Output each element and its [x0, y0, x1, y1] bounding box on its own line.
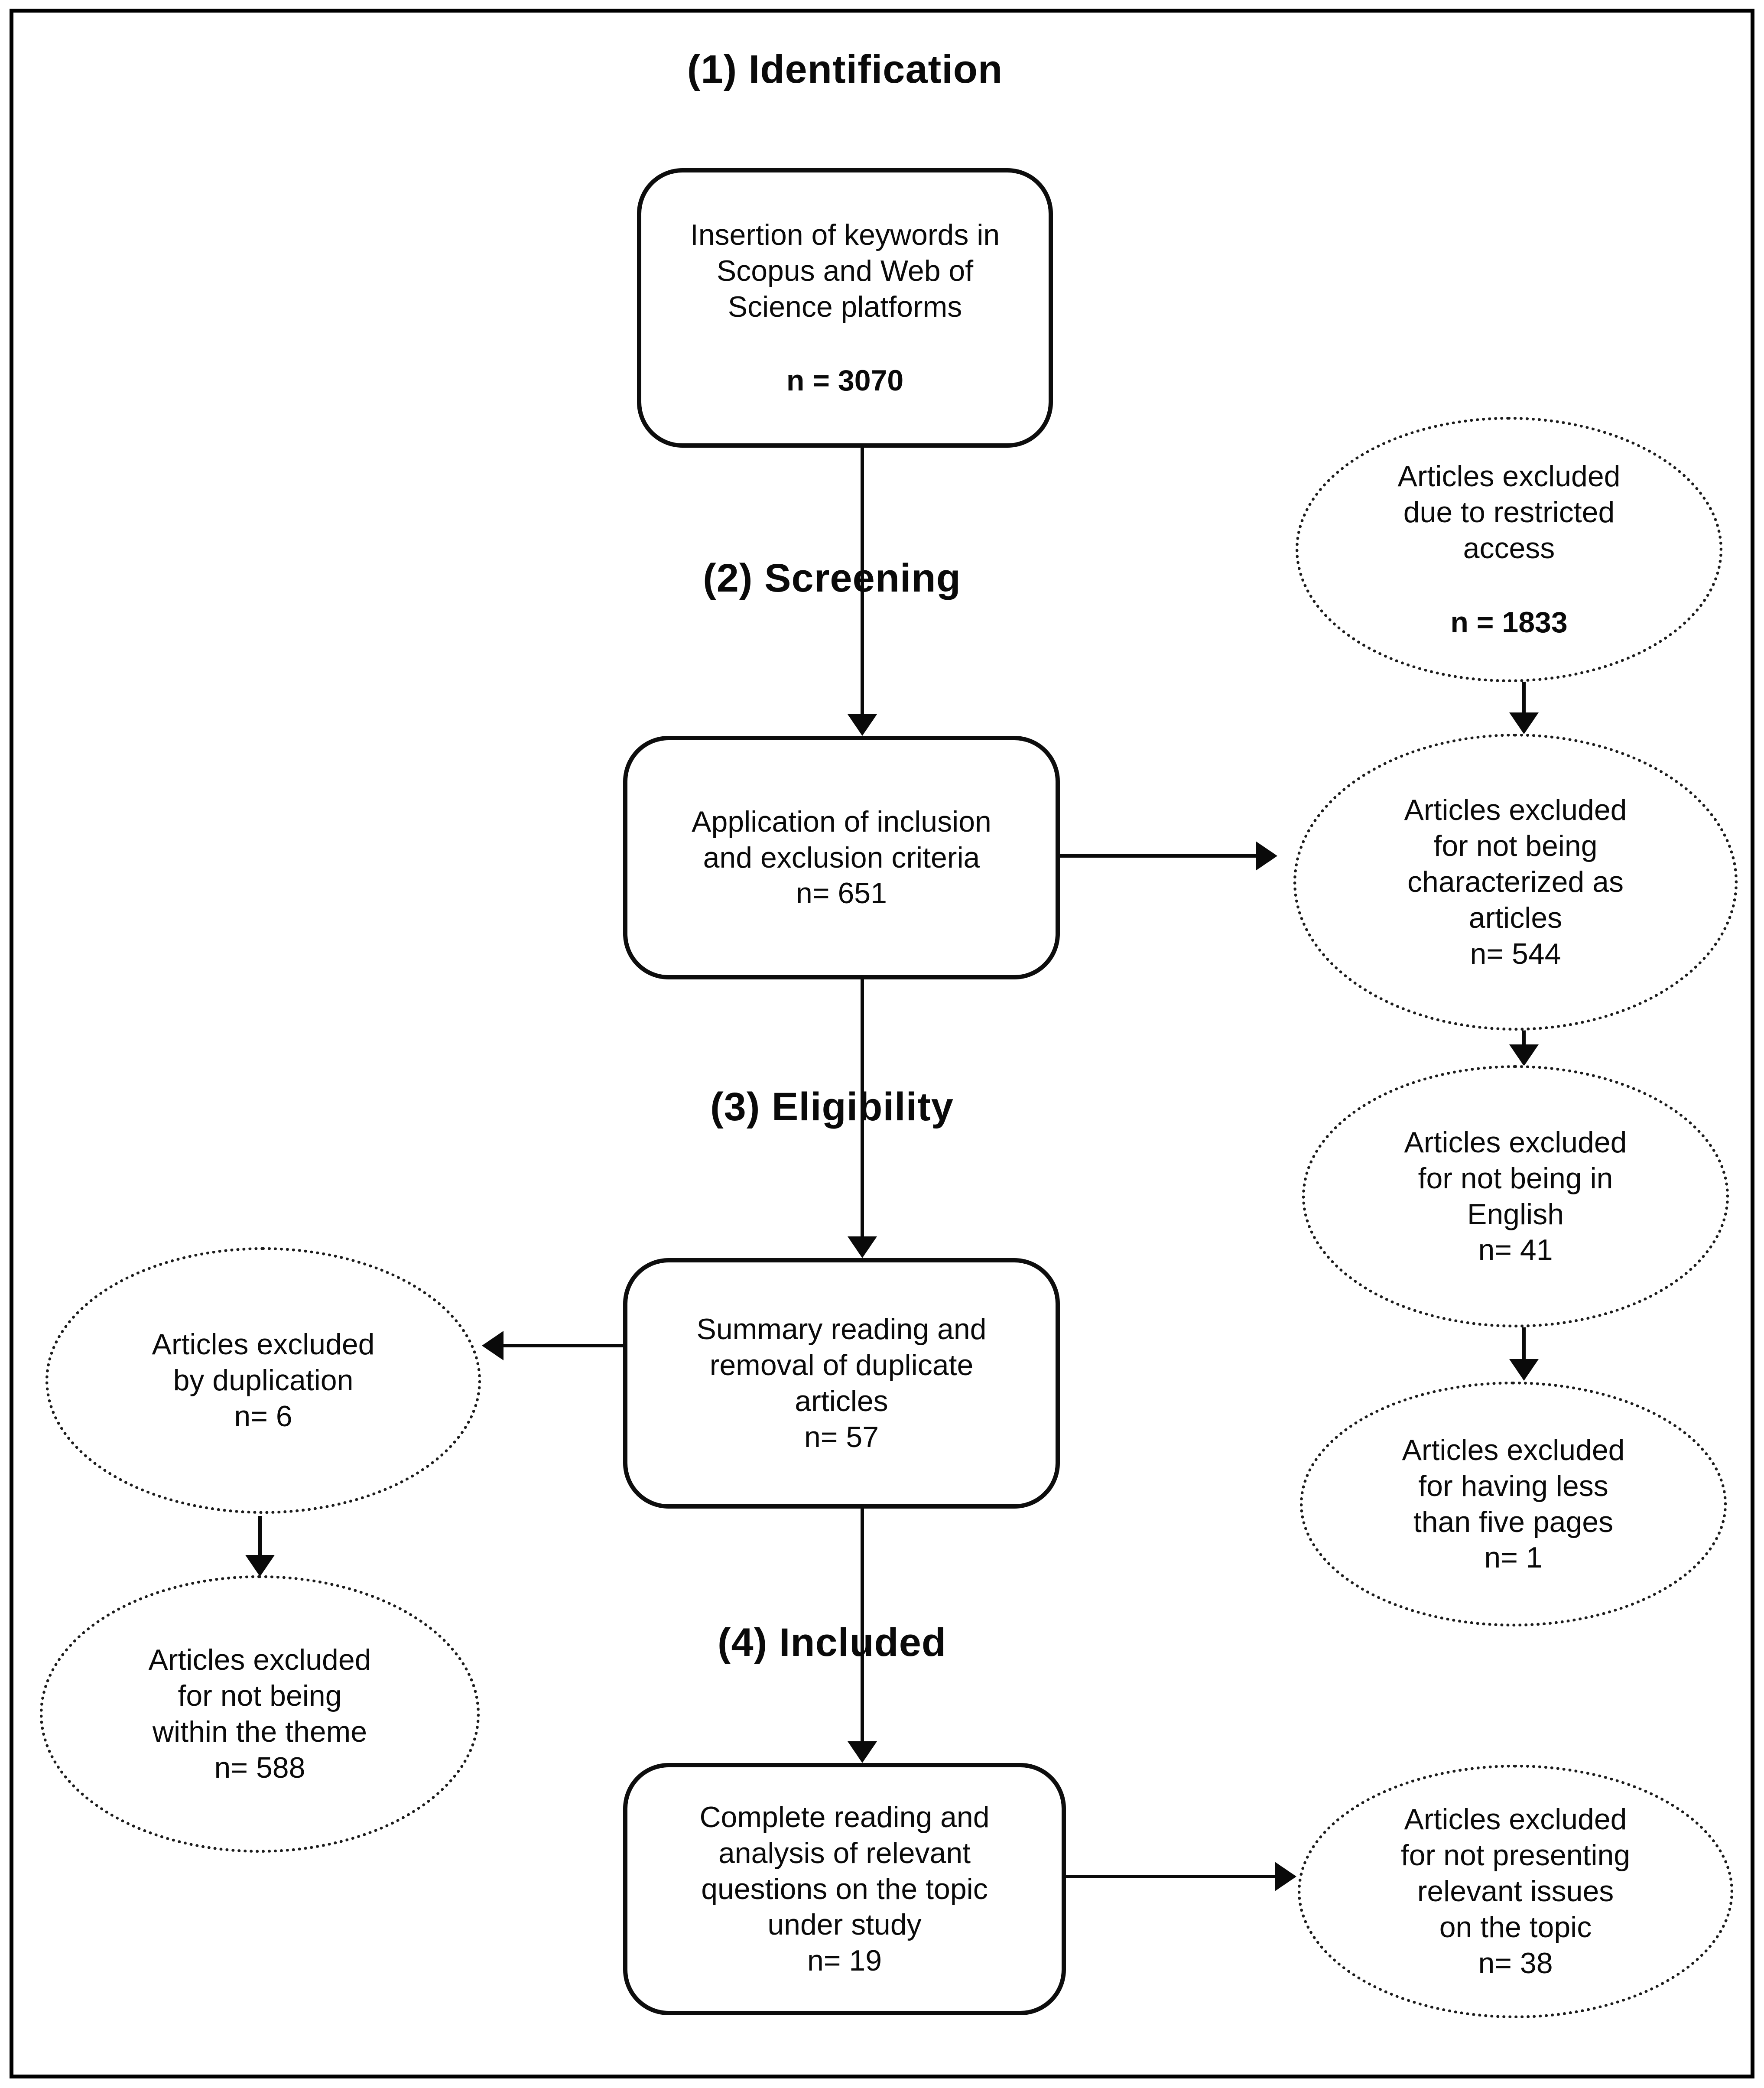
exclusion-restricted-count: n = 1833	[1450, 605, 1568, 639]
exclusion-duplication-line: Articles excluded	[152, 1328, 375, 1361]
arrow-line-summary-to-duplication	[502, 1344, 624, 1347]
exclusion-ellipse-not-english: Articles excluded for not being in Engli…	[1302, 1065, 1729, 1327]
exclusion-not-english-line: Articles excluded	[1404, 1125, 1627, 1159]
exclusion-not-english-line: for not being in	[1418, 1161, 1613, 1195]
arrow-line-restricted-to-notarticles	[1522, 681, 1526, 716]
exclusion-ellipse-restricted: Articles excluded due to restricted acce…	[1296, 417, 1722, 682]
exclusion-restricted-line: due to restricted	[1403, 496, 1615, 529]
exclusion-ellipse-five-pages: Articles excluded for having less than f…	[1300, 1382, 1727, 1626]
flow-box-keywords-line: Science platforms	[728, 290, 962, 323]
exclusion-duplication-count: n= 6	[234, 1399, 292, 1433]
flow-box-criteria-line: Application of inclusion	[692, 805, 991, 838]
flow-box-complete: Complete reading and analysis of relevan…	[623, 1763, 1066, 2015]
flow-box-complete-line: analysis of relevant	[718, 1836, 971, 1870]
flow-box-keywords-line: Insertion of keywords in	[690, 218, 1000, 251]
arrow-line-keywords-to-criteria	[861, 448, 864, 719]
flow-box-summary-count: n= 57	[804, 1420, 879, 1454]
flow-box-keywords-count: n = 3070	[786, 364, 904, 397]
arrowhead-left-duplication	[482, 1331, 504, 1360]
flow-box-criteria-line: and exclusion criteria	[703, 841, 980, 874]
flow-box-keywords-line: Scopus and Web of	[716, 254, 974, 287]
arrowhead-right-notarticles	[1256, 841, 1277, 871]
arrowhead-down-theme	[245, 1555, 275, 1577]
exclusion-five-pages-line: for having less	[1418, 1469, 1608, 1503]
exclusion-restricted-line: access	[1463, 532, 1555, 565]
exclusion-theme-count: n= 588	[214, 1751, 305, 1784]
arrow-line-duplication-to-theme	[258, 1516, 262, 1557]
flow-box-summary-line: Summary reading and	[696, 1313, 987, 1346]
exclusion-not-articles-line: characterized as	[1407, 865, 1624, 899]
exclusion-relevance-line: Articles excluded	[1404, 1803, 1627, 1836]
exclusion-five-pages-count: n= 1	[1484, 1541, 1543, 1574]
exclusion-five-pages-line: Articles excluded	[1402, 1433, 1625, 1467]
flow-box-summary: Summary reading and removal of duplicate…	[623, 1258, 1060, 1509]
stage-label-screening: (2) Screening	[703, 556, 961, 600]
exclusion-relevance-line: relevant issues	[1417, 1875, 1614, 1908]
stage-label-included: (4) Included	[717, 1620, 947, 1665]
arrow-line-criteria-to-summary	[861, 979, 864, 1239]
arrow-line-summary-to-complete	[861, 1508, 864, 1744]
exclusion-five-pages-line: than five pages	[1413, 1505, 1614, 1538]
exclusion-relevance-count: n= 38	[1478, 1946, 1553, 1980]
exclusion-ellipse-theme: Articles excluded for not being within t…	[40, 1575, 480, 1853]
exclusion-ellipse-not-articles: Articles excluded for not being characte…	[1293, 734, 1738, 1031]
flow-box-criteria: Application of inclusion and exclusion c…	[623, 736, 1060, 979]
exclusion-not-english-count: n= 41	[1478, 1233, 1553, 1267]
flow-box-complete-count: n= 19	[807, 1944, 882, 1977]
exclusion-duplication-line: by duplication	[173, 1364, 354, 1397]
flow-box-complete-line: Complete reading and	[699, 1800, 990, 1834]
exclusion-relevance-line: on the topic	[1439, 1910, 1592, 1944]
exclusion-theme-line: for not being	[178, 1679, 342, 1713]
exclusion-theme-line: Articles excluded	[148, 1643, 371, 1677]
exclusion-not-articles-line: Articles excluded	[1404, 794, 1627, 827]
arrowhead-down-criteria	[848, 714, 877, 736]
exclusion-theme-line: within the theme	[152, 1715, 367, 1748]
flow-box-criteria-count: n= 651	[796, 877, 887, 910]
exclusion-restricted-line: Articles excluded	[1397, 460, 1621, 493]
exclusion-ellipse-duplication: Articles excluded by duplication n= 6	[45, 1247, 481, 1514]
arrow-line-notarticles-to-notenglish	[1522, 1030, 1526, 1047]
exclusion-not-english-line: English	[1467, 1197, 1564, 1231]
arrow-line-criteria-to-notarticles	[1059, 854, 1258, 858]
arrowhead-down-complete	[848, 1741, 877, 1763]
arrowhead-right-relevance	[1275, 1862, 1296, 1891]
figure-border	[10, 9, 1754, 2078]
stage-label-eligibility: (3) Eligibility	[710, 1085, 954, 1129]
arrowhead-down-fivepages	[1509, 1359, 1539, 1381]
flow-box-summary-line: removal of duplicate	[709, 1349, 974, 1382]
flow-box-summary-line: articles	[795, 1385, 888, 1418]
flow-box-complete-line: under study	[767, 1908, 922, 1942]
exclusion-not-articles-line: articles	[1468, 901, 1563, 934]
flow-box-complete-line: questions on the topic	[701, 1872, 988, 1906]
exclusion-not-articles-count: n= 544	[1470, 937, 1561, 970]
arrow-line-complete-to-relevance	[1065, 1875, 1277, 1878]
exclusion-relevance-line: for not presenting	[1400, 1839, 1631, 1872]
exclusion-not-articles-line: for not being	[1433, 829, 1598, 863]
arrow-line-notenglish-to-fivepages	[1522, 1327, 1526, 1362]
stage-label-identification: (1) Identification	[687, 47, 1003, 91]
arrowhead-down-notenglish	[1509, 1044, 1539, 1066]
flow-box-keywords: Insertion of keywords in Scopus and Web …	[637, 168, 1053, 448]
arrowhead-down-notarticles	[1509, 712, 1539, 734]
arrowhead-down-summary	[848, 1236, 877, 1258]
exclusion-ellipse-relevance: Articles excluded for not presenting rel…	[1298, 1765, 1733, 2018]
